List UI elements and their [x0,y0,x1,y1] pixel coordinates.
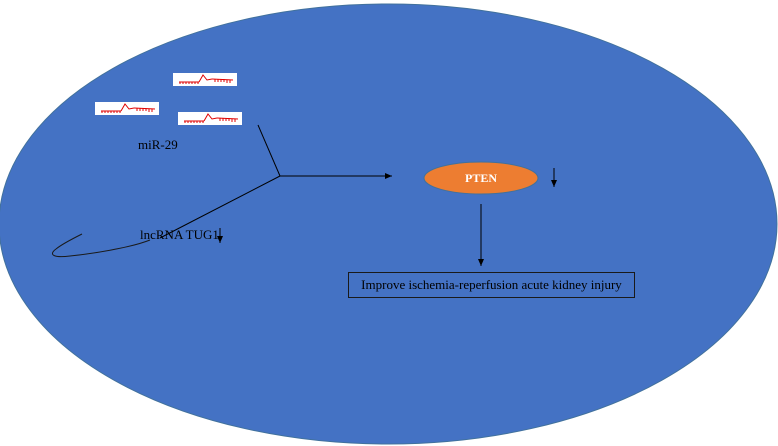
pten-label: PTEN [464,171,497,185]
lncrna-connector-line [159,175,281,239]
mirna-label: miR-29 [138,137,178,152]
mirna-strand-2 [94,101,160,116]
mirna-connector-line [257,124,281,177]
outcome-box: Improve ischemia-reperfusion acute kidne… [348,272,635,298]
mirna-strand-1 [172,72,238,87]
lncrna-label: lncRNA TUG1 [140,227,219,242]
lncrna-strand [52,233,151,258]
mirna-strand-3 [177,111,243,126]
cell-ellipse [0,3,778,445]
pten-node [423,161,539,195]
outcome-label: Improve ischemia-reperfusion acute kidne… [361,277,622,292]
